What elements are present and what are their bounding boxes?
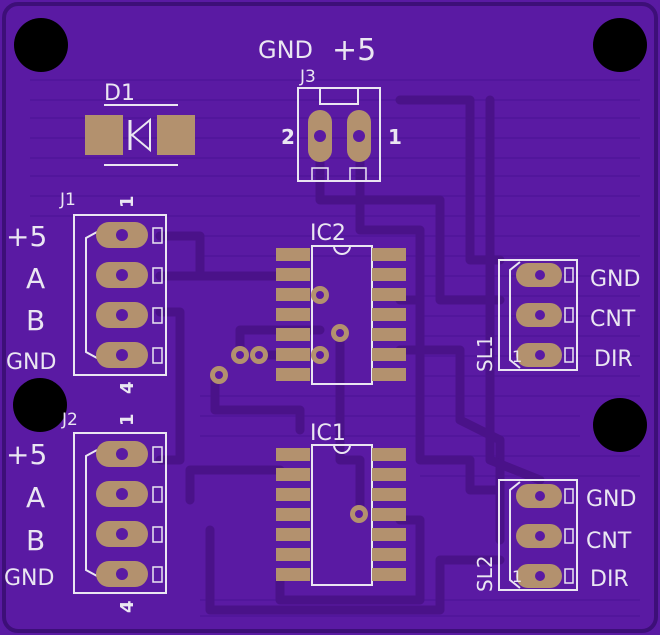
j3-ref: J3 bbox=[299, 67, 316, 87]
sl2-label-dir: DIR bbox=[590, 567, 629, 592]
diode-symbol bbox=[130, 117, 151, 153]
ic1-ref: IC1 bbox=[310, 421, 346, 446]
j2-label-a: A bbox=[26, 481, 45, 514]
ic2-pads-right bbox=[372, 248, 406, 381]
connector-j3: J3 2 1 bbox=[281, 67, 402, 182]
d1-pad-anode bbox=[157, 115, 195, 155]
mounting-hole-mid-left bbox=[13, 378, 67, 432]
sl1-ref: SL1 bbox=[473, 335, 497, 372]
sl2-label-gnd: GND bbox=[586, 487, 636, 512]
mounting-hole-mid-right bbox=[593, 398, 647, 452]
j2-label-plus5: +5 bbox=[6, 438, 47, 471]
sl1-label-cnt: CNT bbox=[590, 307, 636, 332]
d1-ref: D1 bbox=[104, 81, 135, 106]
mounting-holes bbox=[13, 18, 647, 452]
sl1-label-dir: DIR bbox=[594, 347, 633, 372]
connector-sl2: SL2 1 GND CNT DIR bbox=[473, 479, 636, 592]
j1-pin1-label: 1 bbox=[117, 195, 138, 208]
j1-label-a: A bbox=[26, 262, 45, 295]
header-gnd-label: GND bbox=[258, 36, 313, 64]
mounting-hole-top-right bbox=[593, 18, 647, 72]
j3-pin2-label: 2 bbox=[281, 125, 295, 149]
sl1-label-gnd: GND bbox=[590, 267, 640, 292]
j2-ref: J2 bbox=[61, 410, 78, 430]
chip-ic1: IC1 bbox=[276, 421, 406, 586]
j1-pin4-label: 4 bbox=[117, 381, 138, 394]
sl1-outline bbox=[498, 259, 578, 371]
sl2-pin1-label: 1 bbox=[512, 567, 522, 586]
ic1-pads-right bbox=[372, 448, 406, 581]
j3-outline bbox=[297, 87, 381, 182]
header-plus5-label: +5 bbox=[332, 33, 376, 68]
ic2-pads-left bbox=[276, 248, 310, 381]
j2-pin1-label: 1 bbox=[117, 413, 138, 426]
ic2-ref: IC2 bbox=[310, 221, 346, 246]
j1-outline bbox=[73, 214, 167, 376]
ic1-pads-left bbox=[276, 448, 310, 581]
d1-pad-cathode bbox=[85, 115, 123, 155]
traces bbox=[155, 95, 545, 615]
connector-sl1: SL1 1 GND CNT DIR bbox=[473, 259, 640, 372]
j2-outline bbox=[73, 432, 167, 594]
j2-pin4-label: 4 bbox=[117, 600, 138, 613]
chip-ic2: IC2 bbox=[276, 221, 406, 385]
sl2-outline bbox=[498, 479, 578, 591]
j1-label-plus5: +5 bbox=[6, 220, 47, 253]
sl2-ref: SL2 bbox=[473, 555, 497, 592]
sl2-label-cnt: CNT bbox=[586, 529, 632, 554]
j3-pin1-label: 1 bbox=[388, 125, 402, 149]
connector-j1: J1 1 4 +5 A B GND bbox=[6, 190, 167, 394]
diode-d1: D1 bbox=[85, 81, 195, 166]
j2-label-gnd: GND bbox=[4, 566, 54, 591]
connector-j2: J2 1 4 +5 A B GND bbox=[4, 410, 167, 613]
vias bbox=[210, 286, 368, 523]
j1-label-b: B bbox=[26, 304, 45, 337]
mounting-hole-top-left bbox=[14, 18, 68, 72]
j2-label-b: B bbox=[26, 524, 45, 557]
j1-label-gnd: GND bbox=[6, 350, 56, 375]
j1-ref: J1 bbox=[59, 190, 76, 210]
sl1-pin1-label: 1 bbox=[512, 347, 522, 366]
